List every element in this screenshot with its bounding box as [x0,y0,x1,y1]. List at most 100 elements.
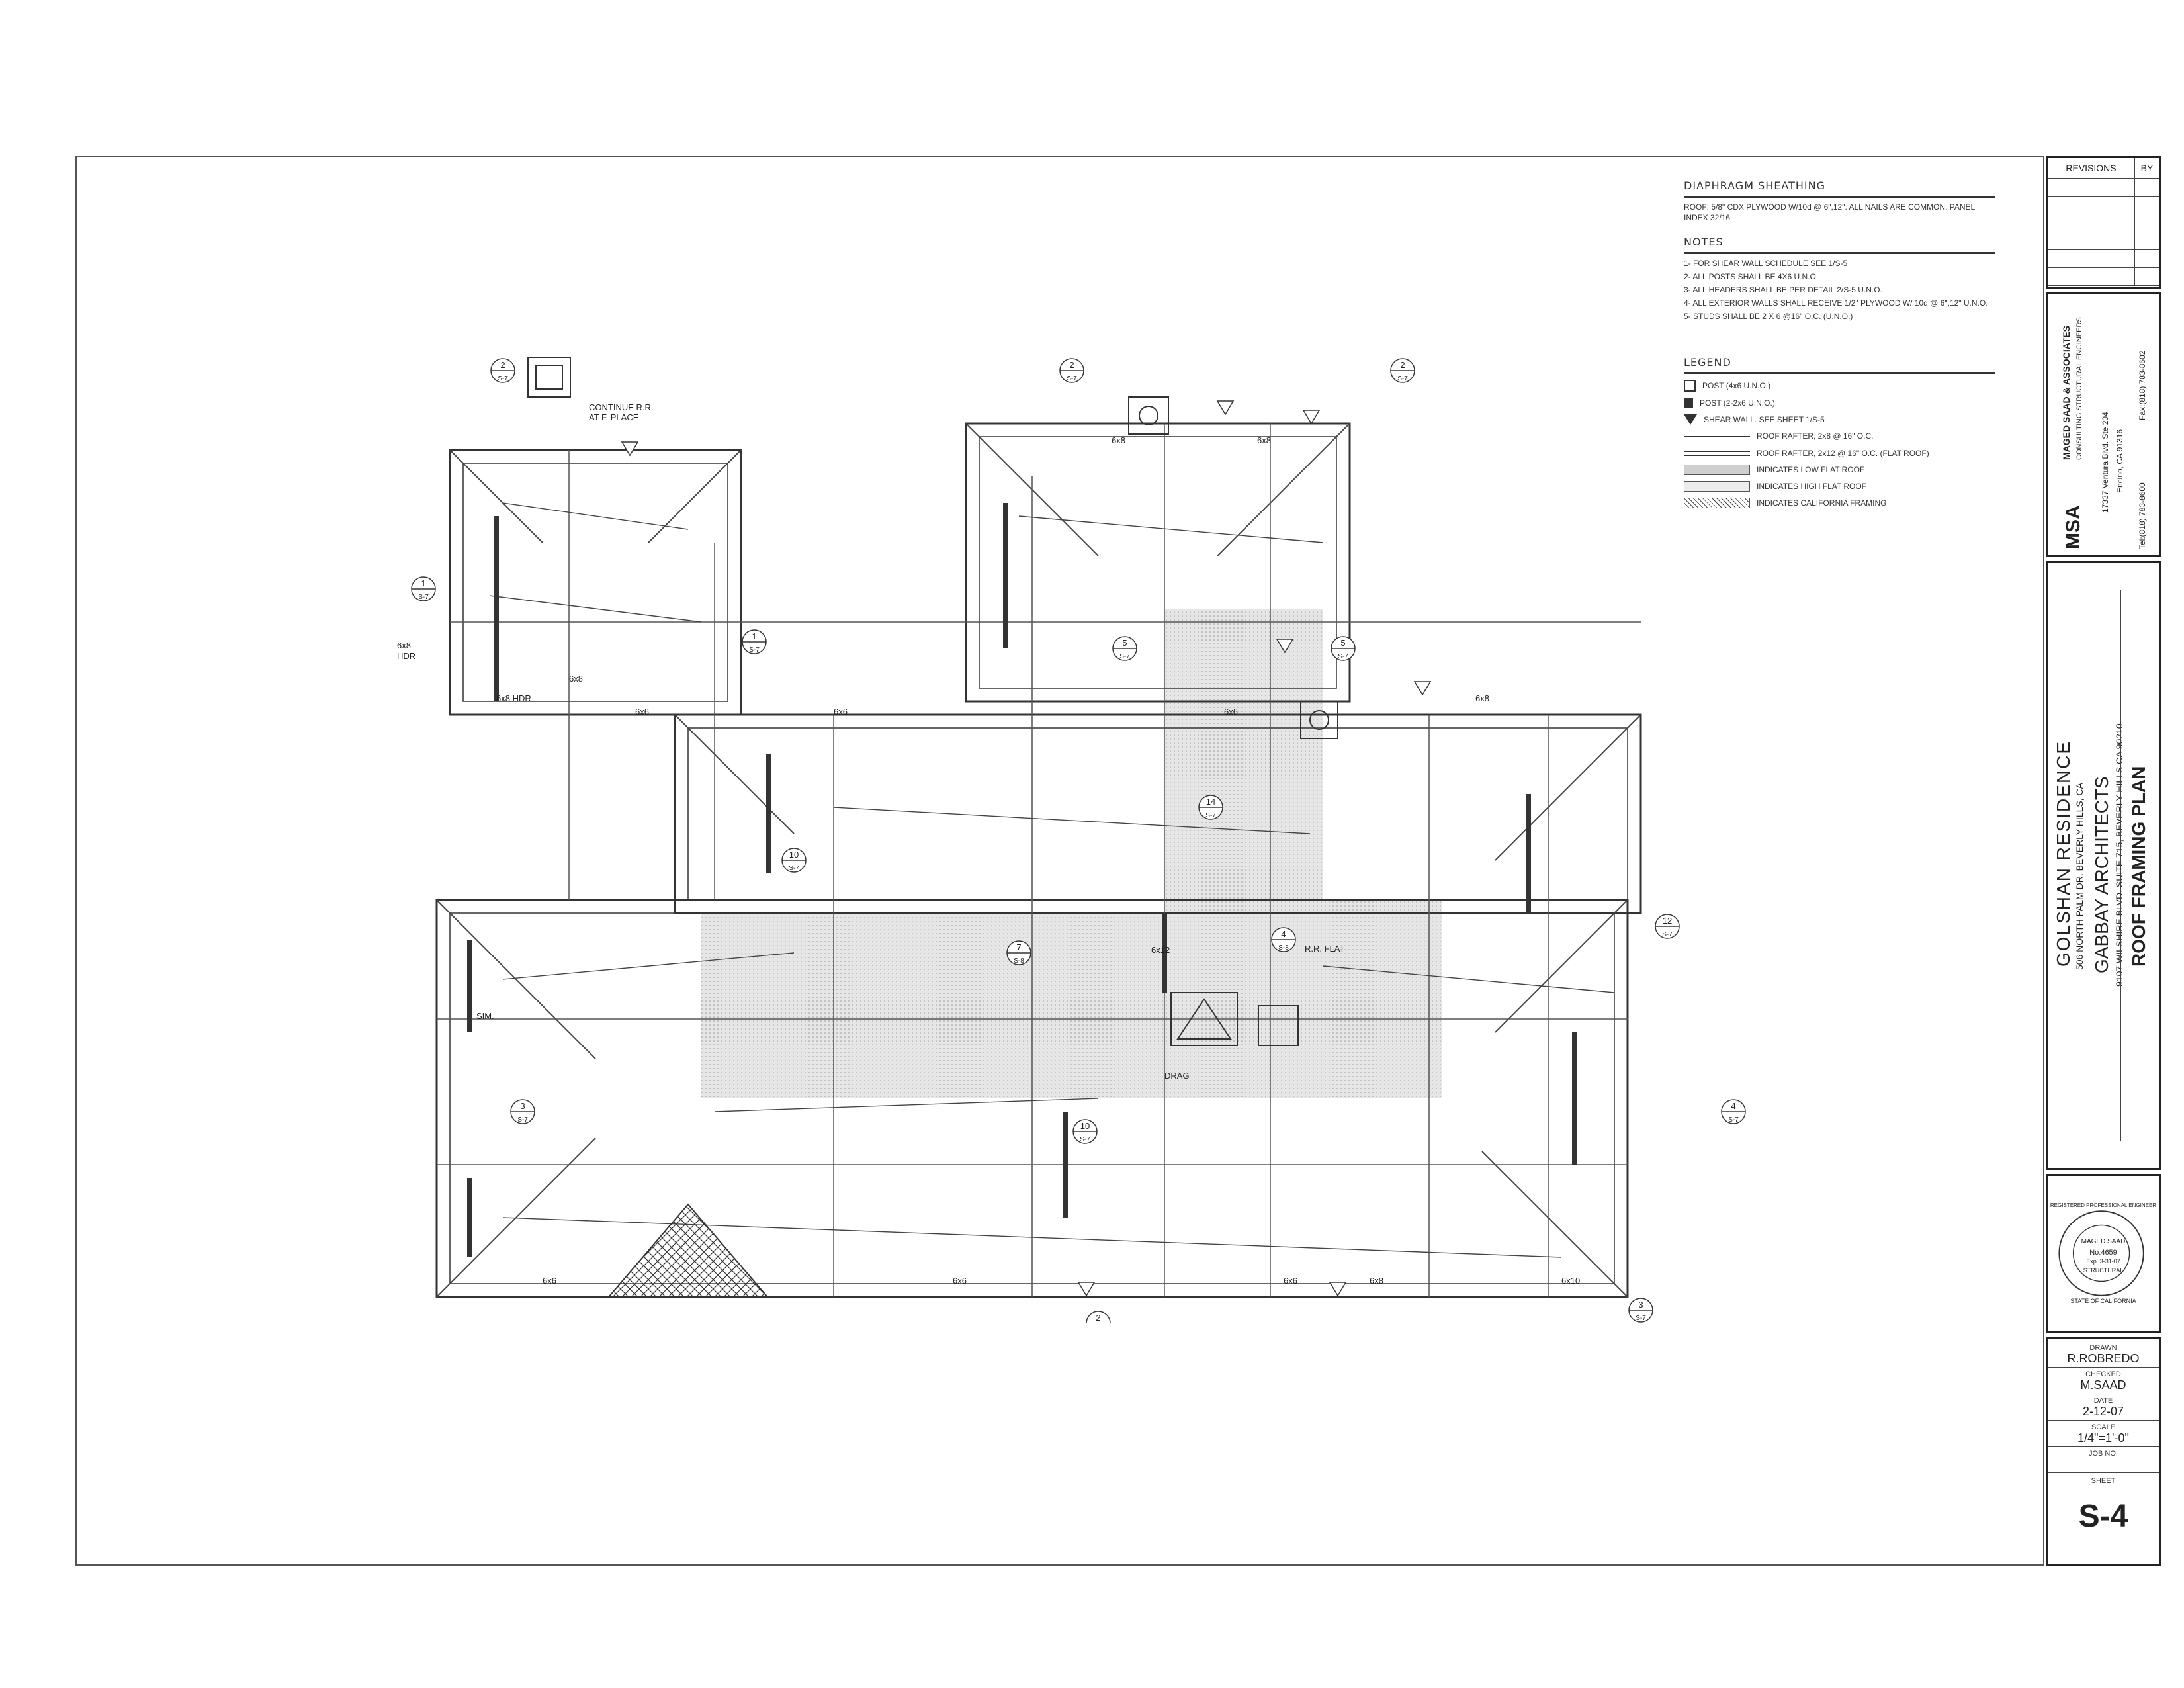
svg-text:S-7: S-7 [1397,375,1408,382]
legend-label: INDICATES CALIFORNIA FRAMING [1757,498,1887,508]
post-square-icon [1684,380,1696,392]
engineer-city: Encino, CA 91316 [2115,429,2124,493]
svg-text:5: 5 [1122,638,1127,648]
svg-text:4: 4 [1731,1101,1735,1111]
svg-text:2: 2 [1069,360,1074,370]
legend-item: SHEAR WALL. SEE SHEET 1/S-5 [1684,414,1995,425]
svg-text:DRAG: DRAG [1164,1071,1190,1081]
note-item: 1- FOR SHEAR WALL SCHEDULE SEE 1/S-5 [1684,258,1848,268]
note-item: 2- ALL POSTS SHALL BE 4X6 U.N.O. [1684,271,1819,281]
notes-list: 1- FOR SHEAR WALL SCHEDULE SEE 1/S-5 2- … [1684,258,1995,322]
svg-text:S-7: S-7 [1205,812,1216,819]
project-name: GOLSHAN RESIDENCE [2053,740,2074,967]
legend-label: INDICATES LOW FLAT ROOF [1757,465,1865,474]
svg-text:S-7: S-7 [1067,375,1077,382]
drawing-border [75,156,2044,1566]
svg-text:S-7: S-7 [1080,1136,1090,1143]
svg-text:6x6: 6x6 [1284,1276,1297,1286]
svg-text:S-8: S-8 [1014,957,1024,965]
info-block: DRAWN R.ROBREDO CHECKED M.SAAD DATE 2-12… [2046,1337,2161,1566]
legend-item: INDICATES LOW FLAT ROOF [1684,464,1995,475]
svg-text:7: 7 [1016,942,1021,952]
svg-text:HDR: HDR [397,651,415,661]
svg-text:6x8: 6x8 [397,641,411,650]
revisions-grid [2048,179,2159,286]
stamp-ring: REGISTERED PROFESSIONAL ENGINEER [2050,1202,2157,1208]
engineer-seal-icon [2058,1210,2144,1296]
legend-item: INDICATES HIGH FLAT ROOF [1684,481,1995,492]
svg-text:S-7: S-7 [1728,1116,1739,1124]
svg-text:1: 1 [752,631,756,641]
svg-text:S-7: S-7 [418,594,429,601]
legend-item: INDICATES CALIFORNIA FRAMING [1684,498,1995,509]
low-flat-roof-main [701,913,1442,1098]
scale-value: 1/4"=1'-0" [2048,1431,2159,1447]
drawn-label: DRAWN [2089,1344,2117,1352]
diaphragm-text: ROOF: 5/8" CDX PLYWOOD W/10d @ 6",12". A… [1684,202,1975,222]
stamp-no: No.4659 [2089,1249,2117,1257]
legend-label: ROOF RAFTER, 2x8 @ 16" O.C. [1757,431,1874,441]
svg-text:S-8: S-8 [1278,944,1289,952]
stamp-name: MAGED SAAD [2081,1238,2126,1245]
svg-text:S-7: S-7 [789,865,799,872]
svg-text:S-7: S-7 [749,646,760,654]
svg-text:SIM.: SIM. [476,1011,494,1021]
stamp-state: STATE OF CALIFORNIA [2070,1298,2136,1304]
project-divider [2120,590,2121,1141]
california-hatch-swatch [1684,498,1750,509]
svg-text:S-7: S-7 [1338,653,1348,660]
architect-address: 9107 WILSHIRE BLVD. SUITE 715, BEVERLY H… [2114,723,2124,987]
svg-text:4: 4 [1281,929,1286,939]
job-label: JOB NO. [2088,1450,2118,1458]
roof-framing-plan: 2S-7 2S-7 2S-7 1S-7 1S-7 5S-7 5S-7 14S-7… [397,357,1746,1323]
svg-text:1: 1 [421,578,425,588]
engineer-logo-icon: MSA [2062,505,2084,549]
checked-label: CHECKED [2085,1370,2121,1378]
continue-rr-label: CONTINUE R.R. [589,402,654,412]
svg-text:6x8: 6x8 [1475,693,1489,703]
architect-name: GABBAY ARCHITECTS [2091,776,2112,973]
stamp-type: STRUCTURAL [2083,1267,2124,1274]
drawn-value: R.ROBREDO [2048,1352,2159,1368]
svg-text:6x8: 6x8 [569,674,583,684]
svg-text:6x6: 6x6 [953,1276,967,1286]
svg-text:AT F. PLACE: AT F. PLACE [589,412,639,422]
legend-title: LEGEND [1684,355,1995,375]
svg-text:2: 2 [1096,1313,1100,1323]
notes-title: NOTES [1684,235,1995,254]
engineer-sub: CONSULTING STRUCTURAL ENGINEERS [2075,317,2083,460]
notes-panel: DIAPHRAGM SHEATHING ROOF: 5/8" CDX PLYWO… [1684,179,1995,514]
sheet-number: S-4 [2078,1499,2128,1534]
legend-label: ROOF RAFTER, 2x12 @ 16" O.C. (FLAT ROOF) [1757,448,1929,458]
legend-item: POST (4x6 U.N.O.) [1684,380,1995,392]
svg-text:3: 3 [520,1101,525,1111]
revisions-block: REVISIONS BY [2046,156,2161,289]
svg-text:10: 10 [1080,1121,1090,1131]
note-item: 4- ALL EXTERIOR WALLS SHALL RECEIVE 1/2"… [1684,298,1988,308]
diaphragm-title: DIAPHRAGM SHEATHING [1684,179,1995,198]
svg-text:6x8 HDR: 6x8 HDR [496,693,531,703]
high-flat-roof-east [1323,900,1442,1006]
svg-text:6x8: 6x8 [1112,435,1125,445]
svg-text:S-7: S-7 [1636,1315,1646,1322]
project-address: 506 NORTH PALM DR. BEVERLY HILLS, CA [2074,783,2085,970]
svg-text:3: 3 [1638,1300,1643,1310]
scale-label: SCALE [2091,1423,2116,1431]
checked-value: M.SAAD [2048,1378,2159,1394]
svg-text:10: 10 [789,850,799,860]
rr-flat-label: R.R. FLAT [1305,944,1344,954]
date-label: DATE [2093,1397,2113,1405]
stamp-block: MAGED SAAD No.4659 Exp. 3-31-07 STRUCTUR… [2046,1174,2161,1333]
legend-label: POST (2-2x6 U.N.O.) [1700,398,1775,408]
legend-list: POST (4x6 U.N.O.) POST (2-2x6 U.N.O.) SH… [1684,380,1995,509]
post-filled-icon [1684,398,1693,408]
revisions-by: BY [2140,163,2154,173]
legend-item: ROOF RAFTER, 2x12 @ 16" O.C. (FLAT ROOF) [1684,448,1995,459]
svg-text:2: 2 [1400,360,1405,370]
sheet-label: SHEET [2091,1477,2116,1485]
legend-label: SHEAR WALL. SEE SHEET 1/S-5 [1704,415,1825,425]
low-flat-swatch [1684,464,1750,475]
svg-text:14: 14 [1206,797,1215,807]
legend-label: INDICATES HIGH FLAT ROOF [1757,482,1867,492]
engineer-address: 17337 Ventura Blvd. Ste 204 [2101,412,2110,513]
